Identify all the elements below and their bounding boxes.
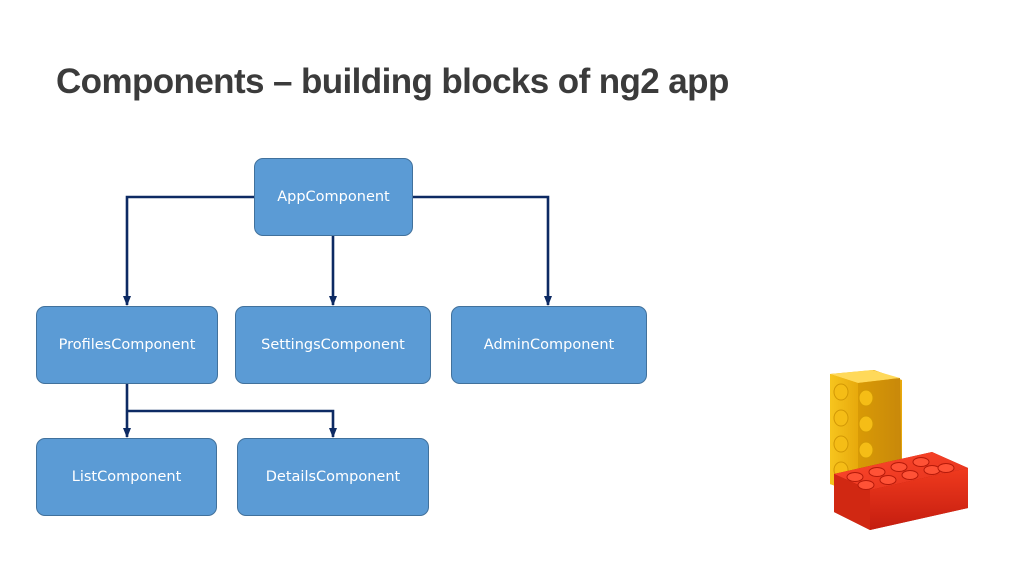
node-label: AdminComponent — [483, 337, 615, 353]
lego-bricks-icon — [830, 370, 968, 530]
node-label: AppComponent — [277, 189, 390, 205]
slide-title: Components – building blocks of ng2 app — [56, 62, 729, 101]
node-list-component: ListComponent — [36, 438, 217, 516]
connector-profiles-to-details — [127, 409, 337, 438]
node-details-component: DetailsComponent — [237, 438, 429, 516]
node-admin-component: AdminComponent — [451, 306, 647, 384]
node-label: SettingsComponent — [261, 337, 405, 353]
node-label: DetailsComponent — [265, 469, 401, 485]
node-label: ListComponent — [71, 469, 182, 485]
node-profiles-component: ProfilesComponent — [36, 306, 218, 384]
connector-app-to-profiles — [123, 195, 254, 306]
connector-app-to-admin — [413, 195, 552, 306]
node-app-component: AppComponent — [254, 158, 413, 236]
node-settings-component: SettingsComponent — [235, 306, 431, 384]
node-label: ProfilesComponent — [58, 337, 196, 353]
